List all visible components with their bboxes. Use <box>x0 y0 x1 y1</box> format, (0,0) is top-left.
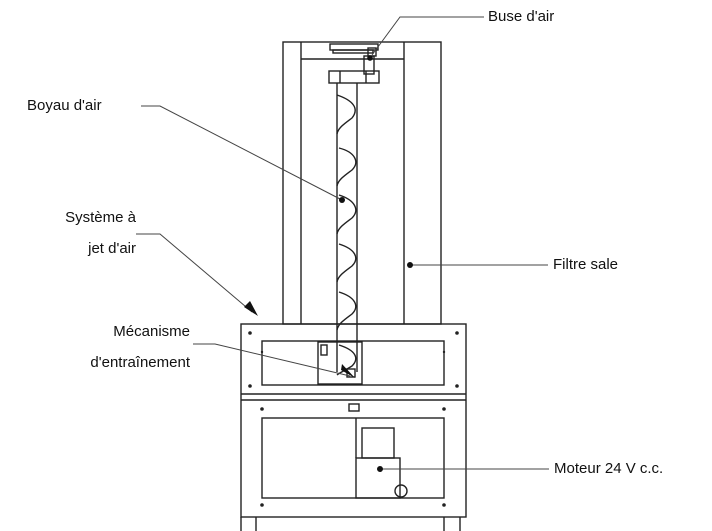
motor-port <box>394 484 408 498</box>
label-systeme-2: jet d'air <box>88 240 136 257</box>
drive-mechanism <box>317 341 363 385</box>
target-buse <box>367 55 373 61</box>
target-filtre <box>407 262 413 268</box>
label-moteur: Moteur 24 V c.c. <box>554 460 664 477</box>
target-boyau <box>339 197 345 203</box>
arrow-mecanisme <box>341 364 355 378</box>
label-buse: Buse d'air <box>488 8 555 25</box>
target-moteur <box>377 466 383 472</box>
column-frame <box>282 41 442 325</box>
drive-window <box>261 340 445 386</box>
motor-top <box>361 427 395 459</box>
motor-window <box>261 417 445 499</box>
label-boyau: Boyau d'air <box>27 97 102 114</box>
leader-systeme <box>136 233 253 313</box>
label-mecanisme-1: Mécanisme <box>113 323 190 340</box>
nozzle-ring <box>328 70 380 84</box>
leader-buse <box>371 16 484 56</box>
leader-mecanisme <box>193 343 351 377</box>
label-mecanisme-2: d'entraînement <box>90 354 190 371</box>
label-filtre: Filtre sale <box>553 256 619 273</box>
base-frame <box>240 323 467 518</box>
nozzle-cap <box>329 43 379 51</box>
leader-boyau <box>141 105 343 201</box>
motor-body <box>355 457 401 499</box>
label-systeme-1: Système à <box>65 209 136 226</box>
arrow-systeme <box>244 301 258 316</box>
